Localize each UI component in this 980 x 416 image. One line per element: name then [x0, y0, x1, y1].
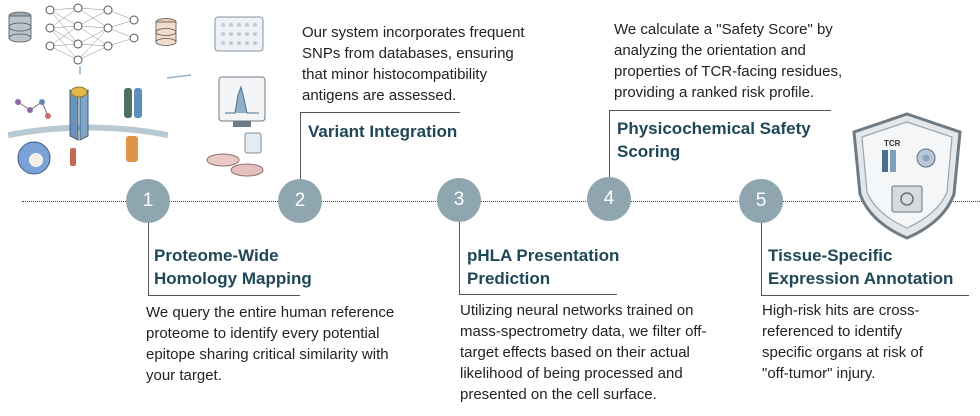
step-4-node: 4 — [587, 177, 631, 221]
step-2-node: 2 — [278, 179, 322, 223]
neural-network-illustration — [8, 3, 177, 74]
step-5-title-line2: Expression Annotation — [768, 269, 954, 288]
step-1-number: 1 — [142, 190, 154, 211]
step-5-desc-line: High-risk hits are cross- — [762, 302, 920, 319]
step-2-desc-line: Our system incorporates frequent — [302, 24, 525, 41]
step-5-desc-line: "off-tumor" injury. — [762, 365, 876, 382]
database-icon — [155, 18, 177, 46]
step-3-description: Utilizing neural networks trained on mas… — [460, 300, 706, 405]
step-2-number: 2 — [294, 190, 306, 211]
step-5-title-line1: Tissue-Specific — [768, 246, 893, 265]
step-2-underline — [300, 112, 460, 113]
monitor-icon — [218, 76, 266, 127]
step-1-title: Proteome-Wide Homology Mapping — [154, 244, 312, 290]
immune-cell-icon — [17, 141, 51, 175]
step-3-title-line1: pHLA Presentation — [467, 246, 620, 265]
immune-cell-icon — [916, 148, 936, 168]
cell-receptors-illustration — [8, 86, 168, 175]
step-3-desc-line: mass-spectrometry data, we filter off- — [460, 323, 707, 340]
step-1-desc-line: epitope sharing critical similarity with — [146, 346, 389, 363]
step-2-description: Our system incorporates frequent SNPs fr… — [302, 22, 525, 106]
step-5-node: 5 — [739, 179, 783, 223]
step-5-number: 5 — [755, 190, 767, 211]
step-5-title: Tissue-Specific Expression Annotation — [768, 244, 953, 290]
step-4-title-line1: Physicochemical Safety — [617, 119, 811, 138]
step-5-desc-line: referenced to identify — [762, 323, 903, 340]
step-5-underline — [761, 295, 969, 296]
step-3-desc-line: Utilizing neural networks trained on — [460, 302, 694, 319]
step-4-desc-line: We calculate a "Safety Score" by — [614, 21, 833, 38]
step-3-node: 3 — [437, 178, 481, 222]
step-4-title-line2: Scoring — [617, 142, 681, 161]
step-1-underline — [148, 295, 300, 296]
step-5-description: High-risk hits are cross- referenced to … — [762, 300, 923, 384]
step-1-title-line1: Proteome-Wide — [154, 246, 279, 265]
step-4-connector — [609, 110, 610, 177]
step-5-desc-line: specific organs at risk of — [762, 344, 923, 361]
step-4-desc-line: providing a ranked risk profile. — [614, 84, 815, 101]
molecule-icon — [15, 99, 51, 119]
receptor-icon — [124, 88, 142, 162]
step-4-desc-line: analyzing the orientation and — [614, 42, 806, 59]
step-3-desc-line: presented on the cell surface. — [460, 386, 657, 403]
shield-tcr-label: TCR — [884, 139, 901, 148]
step-2-desc-line: antigens are assessed. — [302, 87, 457, 104]
step-2-connector — [300, 112, 301, 179]
step-3-desc-line: likelihood of being processed and — [460, 365, 683, 382]
well-plate-icon — [214, 16, 264, 52]
step-4-number: 4 — [603, 188, 615, 209]
timeline-line — [22, 201, 980, 202]
step-3-title-line2: Prediction — [467, 269, 551, 288]
step-1-connector — [148, 223, 149, 295]
step-3-number: 3 — [453, 189, 465, 210]
shield-illustration: TCR — [852, 112, 962, 240]
step-2-title-line1: Variant Integration — [308, 122, 458, 141]
petri-dish-icon — [206, 132, 264, 177]
step-1-desc-line: proteome to identify every potential — [146, 325, 380, 342]
step-3-title: pHLA Presentation Prediction — [467, 244, 619, 290]
step-4-underline — [609, 110, 831, 111]
step-5-connector — [761, 223, 762, 295]
lab-equipment-illustration — [166, 16, 266, 177]
step-1-description: We query the entire human reference prot… — [146, 302, 394, 386]
step-4-title: Physicochemical Safety Scoring — [617, 117, 811, 163]
tcr-receptor-icon — [882, 150, 896, 172]
step-4-description: We calculate a "Safety Score" by analyzi… — [614, 19, 842, 103]
step-2-title: Variant Integration — [308, 120, 457, 143]
database-icon — [8, 11, 32, 43]
step-2-desc-line: SNPs from databases, ensuring — [302, 45, 514, 62]
step-1-title-line2: Homology Mapping — [154, 269, 312, 288]
step-1-desc-line: We query the entire human reference — [146, 304, 395, 321]
step-3-desc-line: target effects based on their actual — [460, 344, 690, 361]
step-1-desc-line: your target. — [146, 367, 222, 384]
step-4-desc-line: properties of TCR-facing residues, — [614, 63, 843, 80]
step-1-node: 1 — [126, 179, 170, 223]
receptor-icon — [69, 86, 89, 166]
safe-vault-icon — [891, 185, 923, 213]
step-3-underline — [459, 294, 617, 295]
step-3-connector — [459, 222, 460, 294]
step-2-desc-line: that minor histocompatibility — [302, 66, 488, 83]
